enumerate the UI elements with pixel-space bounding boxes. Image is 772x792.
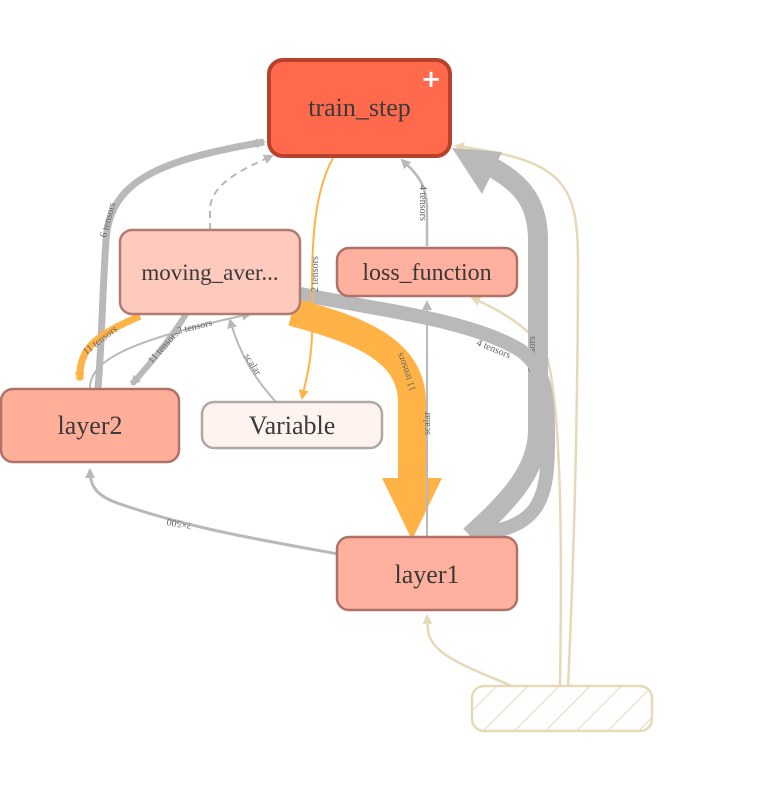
edge-placeholder-to-layer1[interactable]	[422, 614, 513, 688]
edge-moving-average-to-layer1-head	[382, 478, 442, 540]
edge-placeholder-to-train-step[interactable]	[454, 142, 580, 687]
node-layer1-box[interactable]	[335, 535, 519, 612]
edge-moving-average-to-layer2-orange[interactable]	[74, 312, 142, 382]
edge-moving-average-to-layer1-gray[interactable]	[298, 287, 556, 541]
node-layer1-label: layer1	[395, 560, 460, 589]
edge-label-moving-average-to-layer2-gray: 11 tensors	[146, 328, 181, 366]
edge-placeholder-to-loss[interactable]	[470, 296, 563, 687]
edge-label-loss-to-train-step: 4 tensors	[417, 185, 428, 221]
edge-layer1-to-train-step[interactable]	[463, 150, 548, 544]
expand-icon[interactable]: +	[421, 65, 441, 93]
node-layer2[interactable]: layer2	[0, 387, 181, 464]
node-moving-average-box[interactable]	[118, 228, 302, 316]
node-loss-function-box[interactable]	[335, 246, 519, 298]
edge-layer1-to-train-step-head	[452, 148, 502, 194]
edge-label-layer1-to-layer2: ?×500	[166, 516, 193, 531]
edge-layer: 8 tensors 4 tensors 11 tensors scalar 4 …	[74, 138, 580, 688]
node-variable-label: Variable	[249, 411, 336, 440]
node-layer2-box[interactable]	[0, 387, 181, 464]
edge-label-variable-to-moving-average: scalar	[241, 352, 263, 378]
edge-variable-to-moving-average[interactable]	[227, 318, 277, 403]
node-input-placeholder[interactable]	[470, 684, 654, 733]
edge-moving-average-to-layer1[interactable]	[288, 298, 426, 488]
edge-moving-average-to-layer2-gray[interactable]	[129, 312, 189, 387]
edge-layer2-to-train-step[interactable]	[94, 138, 266, 389]
node-loss-function-label: loss_function	[362, 260, 491, 286]
node-layer: train_step + moving_aver... loss_functio…	[0, 58, 654, 733]
node-loss-function[interactable]: loss_function	[335, 246, 519, 298]
node-moving-average-label: moving_aver...	[141, 260, 278, 285]
node-train-step-label: train_step	[308, 93, 411, 122]
node-layer2-label: layer2	[58, 411, 123, 440]
node-moving-average[interactable]: moving_aver...	[118, 228, 302, 316]
edge-layer1-to-layer2[interactable]	[85, 468, 339, 556]
node-train-step-box[interactable]	[267, 58, 452, 158]
edge-moving-average-to-variable[interactable]	[298, 157, 334, 400]
node-variable[interactable]: Variable	[200, 400, 384, 450]
edge-layer2-to-moving-average[interactable]	[89, 310, 252, 389]
node-input-placeholder-box[interactable]	[470, 684, 654, 733]
edge-loss-to-train-step[interactable]	[400, 158, 429, 246]
edge-label-layer1-to-loss: scalar	[422, 411, 433, 435]
edge-label-layer2-to-train-step: 6 tensors	[98, 201, 118, 239]
edge-moving-average-to-train-step[interactable]	[209, 154, 274, 230]
node-layer1[interactable]: layer1	[335, 535, 519, 612]
node-train-step[interactable]: train_step +	[267, 58, 452, 158]
edge-label-moving-average-to-variable: 2 tensors	[310, 256, 321, 292]
node-variable-box[interactable]	[200, 400, 384, 450]
